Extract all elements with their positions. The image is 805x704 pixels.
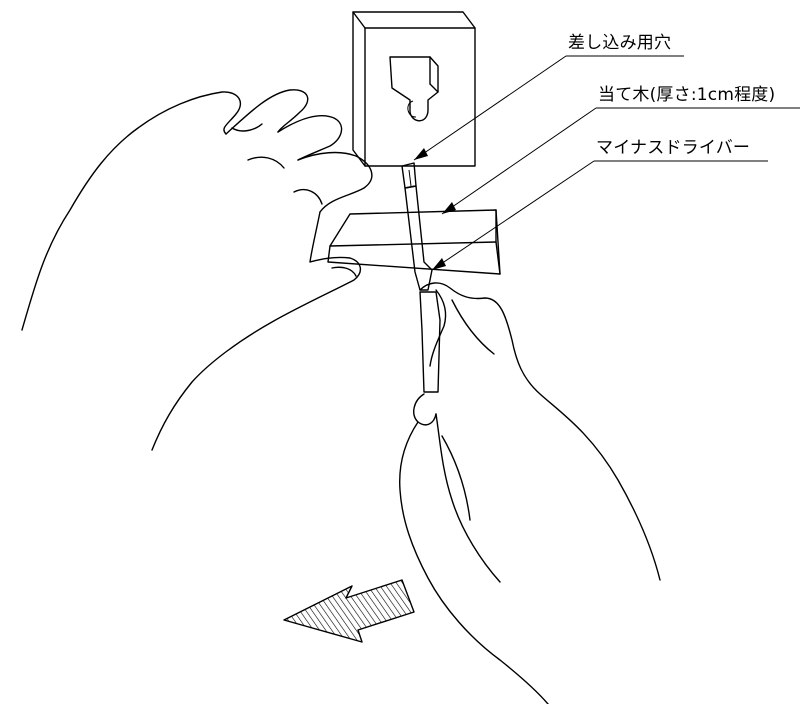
callout-leaders bbox=[413, 55, 800, 271]
flathead-screwdriver bbox=[401, 162, 441, 393]
pull-direction-arrow-icon bbox=[283, 579, 415, 643]
left-hand bbox=[21, 89, 373, 451]
keyhole-slot bbox=[389, 56, 439, 122]
right-hand bbox=[398, 282, 661, 704]
wood-block-label: 当て木(厚さ:1cm程度) bbox=[598, 85, 776, 105]
wall-plate bbox=[352, 11, 476, 167]
insertion-hole-label: 差し込み用穴 bbox=[568, 33, 672, 53]
wood-block bbox=[327, 209, 501, 275]
screwdriver-label: マイナスドライバー bbox=[596, 138, 751, 158]
